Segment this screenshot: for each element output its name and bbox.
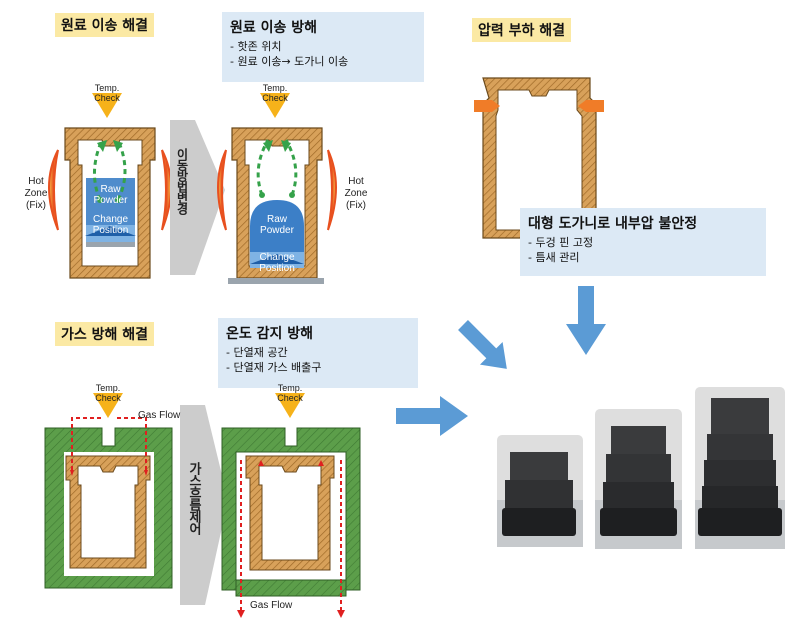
temp-label-line: Temp. [95,383,121,393]
crucible-photo-2 [595,409,682,549]
temp-label-line: Check [277,393,303,403]
crucible-photo-1 [497,435,583,547]
position-line: Change [259,252,295,263]
header-pressure-load-fix: 압력 부하 해결 [472,18,572,42]
move-method-change-label: 이동방법변경 [175,148,189,214]
raw-transfer-problem-box: 원료 이송 방해 - 핫존 위치 - 원료 이송→ 도가니 이송 [222,12,424,82]
lid-pin-right [578,100,604,112]
temp-label-line: Check [262,93,288,103]
temp-label-line: Check [94,93,120,103]
large-crucible [474,77,604,239]
temp-label-line: Check [95,393,121,403]
gas-flow-label-bottom: Gas Flow [250,600,293,611]
hot-zone-right [161,149,172,231]
temp-check-label-2: Temp.Check [258,83,292,103]
hot-zone-line: Zone [24,188,48,199]
hot-zone-line: (Fix) [346,200,366,211]
box-title: 원료 이송 방해 [230,20,318,36]
box-line: - 틈새 관리 [528,251,580,264]
insulation-assembly-1 [44,417,173,589]
arrow-down [566,286,606,355]
lid-pin-left [474,100,500,112]
temp-sensing-problem-box: 온도 감지 방해 - 단열재 공간 - 단열재 가스 배출구 [218,318,418,388]
box-line: - 핫존 위치 [230,40,282,53]
temp-check-label-3: Temp.Check [91,383,125,403]
hot-zone-mid-right [327,149,337,231]
arrow-right [396,396,468,436]
pressure-problem-box: 대형 도가니로 내부압 불안정 - 두겅 핀 고정 - 틈새 관리 [520,208,766,276]
move-method-change-arrow [170,120,225,275]
temp-label-line: Temp. [277,383,303,393]
gas-flow-label-top: Gas Flow [138,410,181,421]
box-line: - 두겅 핀 고정 [528,236,594,249]
temp-check-triangle-2 [260,93,290,118]
temp-check-label-4: Temp.Check [273,383,307,403]
box-line: - 단열재 가스 배출구 [226,361,322,374]
box-line: - 원료 이송→ 도가니 이송 [230,55,349,68]
raw-powder-2 [250,200,304,266]
temp-label-line: Temp. [262,83,288,93]
insulation-assembly-2 [221,427,361,618]
header-raw-transfer-fix: 원료 이송 해결 [55,13,155,37]
powder-line: Raw [266,214,287,225]
crucible-2 [228,127,324,284]
hot-zone-line: (Fix) [26,200,46,211]
box-title: 온도 감지 방해 [226,326,314,342]
arrow-down-right [458,320,507,369]
gas-flow-loop-right [114,417,147,470]
hot-zone-left [48,149,59,231]
temp-label-line: Temp. [94,83,120,93]
hot-zone-mid-left [217,149,227,231]
position-line: Change [92,214,129,225]
box-line: - 단열재 공간 [226,346,288,359]
gas-flow-control-arrow [180,405,228,605]
powder-line: Raw [100,184,121,195]
gas-flow-control-label: 가스흐름제어 [186,462,201,534]
hot-zone-line: Hot [348,176,364,187]
temp-check-triangle-4 [275,393,305,418]
crucible-1 [64,127,156,279]
crucible-photo-3 [695,387,785,549]
position-line: Position [259,263,295,274]
powder-line: Powder [260,225,294,236]
powder-line: Powder [93,195,128,206]
box-title: 대형 도가니로 내부압 불안정 [528,216,698,232]
temp-check-label-1: Temp.Check [90,83,124,103]
temp-check-triangle-1 [92,93,122,118]
hot-zone-line: Zone [344,188,368,199]
hot-zone-line: Hot [28,176,44,187]
temp-check-triangle-3 [93,393,123,418]
header-gas-interference-fix: 가스 방해 해결 [55,322,155,346]
position-line: Position [92,225,129,236]
gas-flow-loop-left [71,417,104,470]
